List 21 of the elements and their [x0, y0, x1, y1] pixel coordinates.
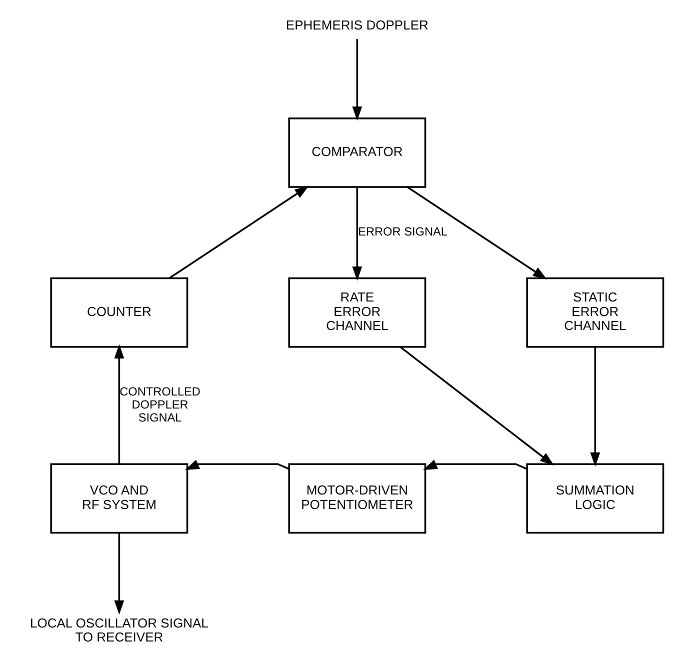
node-box: COMPARATOR [288, 117, 426, 188]
node-box: RATE ERROR CHANNEL [288, 277, 426, 348]
arrow [422, 460, 527, 470]
node-box: STATIC ERROR CHANNEL [526, 277, 664, 348]
node-text: EPHEMERIS DOPPLER [285, 17, 428, 32]
edge-label: ERROR SIGNAL [358, 224, 447, 239]
arrow [406, 186, 547, 280]
arrow [352, 39, 362, 121]
arrow [590, 346, 600, 467]
node-box: MOTOR-DRIVEN POTENTIOMETER [288, 463, 426, 534]
arrow [399, 346, 554, 466]
arrow [352, 187, 362, 281]
arrow [114, 532, 124, 615]
node-box: SUMMATION LOGIC [526, 463, 664, 534]
arrow [184, 460, 289, 470]
arrow [168, 186, 308, 279]
node-box: COUNTER [50, 277, 188, 348]
edge-label: CONTROLLED DOPPLER SIGNAL [119, 384, 200, 424]
arrow [114, 344, 124, 464]
node-box: VCO AND RF SYSTEM [50, 463, 188, 534]
node-text: LOCAL OSCILLATOR SIGNAL TO RECEIVER [29, 615, 208, 644]
